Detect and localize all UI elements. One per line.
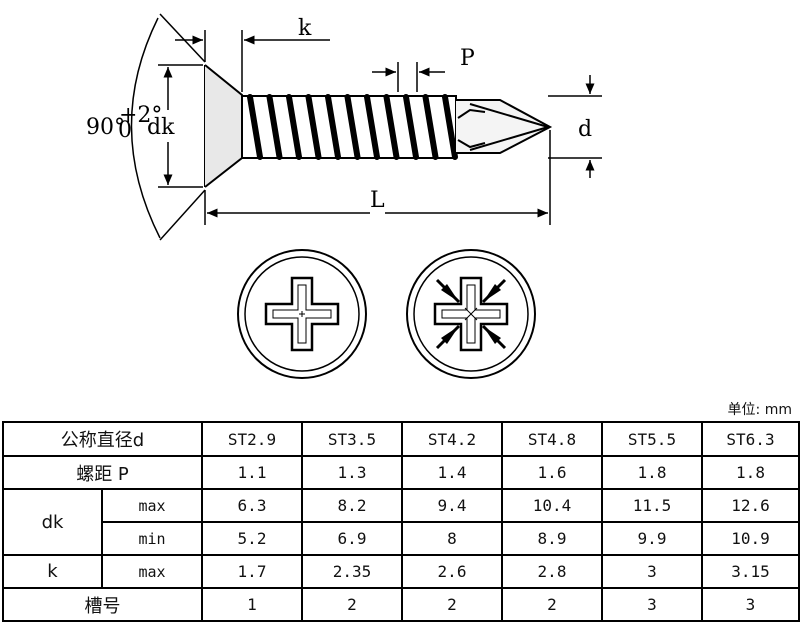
label-recess: 槽号 bbox=[2, 587, 203, 622]
table-cell: 10.4 bbox=[501, 488, 603, 523]
label-dk: dk bbox=[147, 115, 175, 140]
thread-crest bbox=[325, 94, 341, 160]
size-cell: ST4.8 bbox=[501, 421, 603, 457]
table-cell: 8.2 bbox=[301, 488, 403, 523]
table-cell: 2.35 bbox=[301, 554, 403, 589]
dimension-dk bbox=[130, 13, 206, 241]
table-row-pitch: 螺距 P 1.1 1.3 1.4 1.6 1.8 1.8 bbox=[2, 455, 800, 490]
label-k-max: max bbox=[101, 554, 203, 589]
unit-note: 单位: mm bbox=[727, 402, 792, 418]
label-dk-row: dk bbox=[2, 488, 103, 556]
thread-crest bbox=[286, 94, 302, 160]
phillips-head-view bbox=[237, 249, 367, 379]
table-cell: 3 bbox=[701, 587, 800, 622]
table-cell: 3 bbox=[601, 554, 703, 589]
table-cell: 2.8 bbox=[501, 554, 603, 589]
dimension-l bbox=[204, 130, 551, 225]
drill-point bbox=[456, 99, 553, 154]
dimension-d bbox=[548, 75, 602, 178]
thread-crest bbox=[344, 94, 361, 160]
table-cell: 2 bbox=[301, 587, 403, 622]
screw-thread bbox=[241, 94, 458, 160]
thread-crest bbox=[422, 94, 439, 160]
table-cell: 1.3 bbox=[301, 455, 403, 490]
label-k: k bbox=[298, 16, 312, 41]
table-row-dk-min: min 5.2 6.9 8 8.9 9.9 10.9 bbox=[3, 521, 800, 556]
label-dk-max: max bbox=[101, 488, 203, 523]
dimension-p bbox=[372, 62, 445, 92]
thread-crest bbox=[442, 94, 458, 160]
table-cell: 2.6 bbox=[401, 554, 503, 589]
thread-crest bbox=[266, 94, 283, 160]
table-cell: 5.2 bbox=[201, 521, 303, 556]
label-l: L bbox=[370, 188, 385, 213]
label-p: P bbox=[460, 46, 475, 71]
table-cell: 2 bbox=[501, 587, 603, 622]
table-cell: 1.6 bbox=[501, 455, 603, 490]
label-angle: 90° bbox=[86, 115, 125, 140]
table-cell: 1.1 bbox=[201, 455, 303, 490]
label-dk-min: min bbox=[101, 521, 203, 556]
label-angle-tol-upper: +2° bbox=[119, 103, 162, 128]
size-cell: ST6.3 bbox=[701, 421, 800, 457]
table-row-size: 公称直径d ST2.9 ST3.5 ST4.2 ST4.8 ST5.5 ST6.… bbox=[2, 421, 800, 457]
table-cell: 8 bbox=[401, 521, 503, 556]
screw-technical-drawing: k P 90° +2° 0 dk d L bbox=[86, 13, 602, 379]
table-cell: 9.9 bbox=[601, 521, 703, 556]
table-cell: 8.9 bbox=[501, 521, 603, 556]
table-cell: 1.7 bbox=[201, 554, 303, 589]
pozidriv-head-view bbox=[406, 249, 536, 379]
thread-crest bbox=[383, 94, 400, 160]
table-cell: 2 bbox=[401, 587, 503, 622]
size-cell: ST2.9 bbox=[201, 421, 303, 457]
table-cell: 6.9 bbox=[301, 521, 403, 556]
table-cell: 3 bbox=[601, 587, 703, 622]
table-row-dk-max: dk max 6.3 8.2 9.4 10.4 11.5 12.6 bbox=[2, 488, 800, 556]
table-cell: 12.6 bbox=[701, 488, 800, 523]
table-cell: 6.3 bbox=[201, 488, 303, 523]
table-cell: 1 bbox=[201, 587, 303, 622]
table-row-k-max: k max 1.7 2.35 2.6 2.8 3 3.15 bbox=[2, 554, 800, 589]
size-cell: ST5.5 bbox=[601, 421, 703, 457]
table-cell: 1.8 bbox=[701, 455, 800, 490]
size-cell: ST3.5 bbox=[301, 421, 403, 457]
thread-crest bbox=[247, 94, 263, 160]
specification-table: 公称直径d ST2.9 ST3.5 ST4.2 ST4.8 ST5.5 ST6.… bbox=[2, 421, 800, 622]
header-nominal-diameter: 公称直径d bbox=[2, 421, 203, 457]
label-pitch: 螺距 P bbox=[2, 455, 203, 490]
dimension-k bbox=[175, 30, 330, 92]
table-row-recess: 槽号 1 2 2 2 3 3 bbox=[2, 587, 800, 622]
table-cell: 1.8 bbox=[601, 455, 703, 490]
thread-crest bbox=[403, 94, 419, 160]
label-d: d bbox=[578, 117, 592, 142]
thread-crest bbox=[305, 94, 322, 160]
size-cell: ST4.2 bbox=[401, 421, 503, 457]
table-cell: 10.9 bbox=[701, 521, 800, 556]
table-cell: 1.4 bbox=[401, 455, 503, 490]
thread-crest bbox=[364, 94, 380, 160]
table-cell: 3.15 bbox=[701, 554, 800, 589]
label-k-row: k bbox=[2, 554, 103, 589]
screw-head bbox=[204, 64, 243, 188]
table-cell: 11.5 bbox=[601, 488, 703, 523]
label-angle-tol-lower: 0 bbox=[118, 118, 132, 143]
table-cell: 9.4 bbox=[401, 488, 503, 523]
